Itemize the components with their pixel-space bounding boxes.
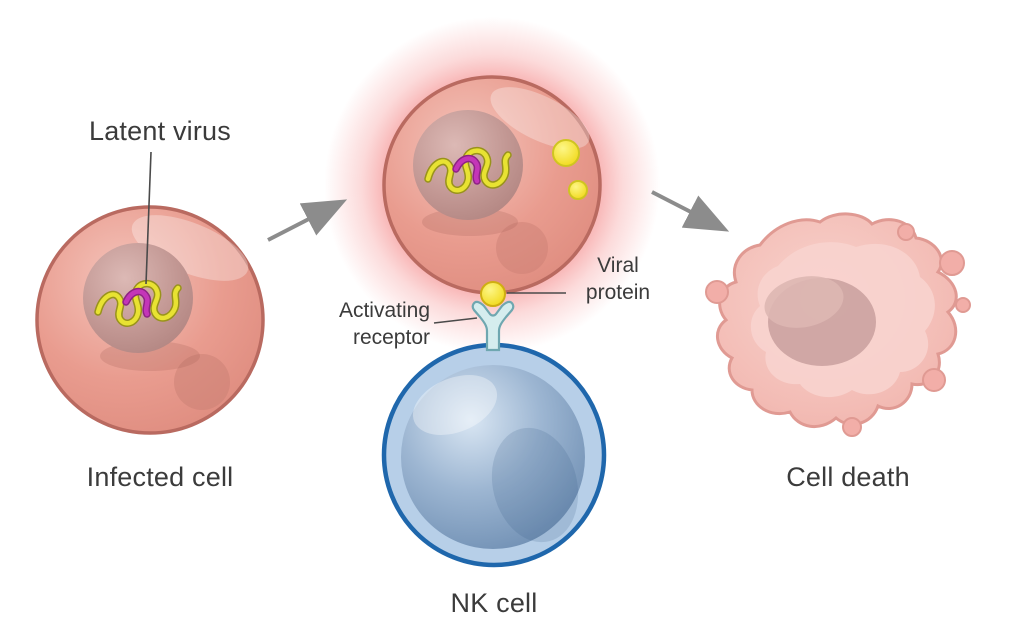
nucleus-with-virus bbox=[413, 110, 523, 220]
nk-inner-sphere bbox=[401, 365, 585, 549]
nucleus-with-latent-virus bbox=[83, 243, 193, 353]
apoptotic-body bbox=[955, 297, 971, 313]
activating-receptor-label-line2: receptor bbox=[352, 326, 430, 349]
infected-cell bbox=[35, 205, 265, 435]
nk-cell bbox=[381, 342, 607, 568]
nk-highlight bbox=[412, 375, 498, 435]
dead-cell-nucleus-highlight bbox=[764, 276, 844, 328]
nk-cell-label: NK cell bbox=[450, 588, 538, 618]
apoptotic-body bbox=[922, 368, 946, 392]
activating-receptor-label-line1: Activating bbox=[338, 299, 430, 322]
viral-protein-label-line2: protein bbox=[585, 281, 651, 304]
cell-death-label: Cell death bbox=[786, 462, 910, 492]
cell-highlight bbox=[131, 215, 249, 281]
apoptotic-body bbox=[897, 223, 915, 241]
activating-receptor-label: Activating receptor bbox=[306, 297, 430, 351]
activated-infected-cell bbox=[324, 17, 660, 353]
apoptotic-body bbox=[705, 280, 729, 304]
cell-shadow-blob bbox=[496, 222, 548, 274]
viral-protein-granule-large bbox=[552, 139, 580, 167]
apoptotic-body bbox=[939, 250, 965, 276]
arrow-infection-progression-icon bbox=[267, 199, 348, 242]
latent-virus-leader-line bbox=[145, 151, 152, 285]
apoptotic-body bbox=[842, 417, 862, 437]
nk-shading bbox=[491, 427, 579, 543]
cell-shadow-blob bbox=[174, 354, 230, 410]
latent-virus-label: Latent virus bbox=[89, 116, 231, 146]
activating-receptor-leader-line bbox=[433, 317, 478, 324]
viral-protein-label: Viral protein bbox=[572, 252, 664, 306]
viral-protein-label-line1: Viral bbox=[597, 254, 639, 277]
dead-cell bbox=[705, 212, 971, 437]
activating-receptor-shape bbox=[471, 300, 515, 352]
arrow-to-cell-death-icon bbox=[651, 190, 730, 232]
infected-cell-label: Infected cell bbox=[86, 462, 234, 492]
viral-protein-dot bbox=[480, 281, 506, 307]
viral-protein-granule-small bbox=[568, 180, 588, 200]
cell-highlight bbox=[490, 87, 590, 149]
